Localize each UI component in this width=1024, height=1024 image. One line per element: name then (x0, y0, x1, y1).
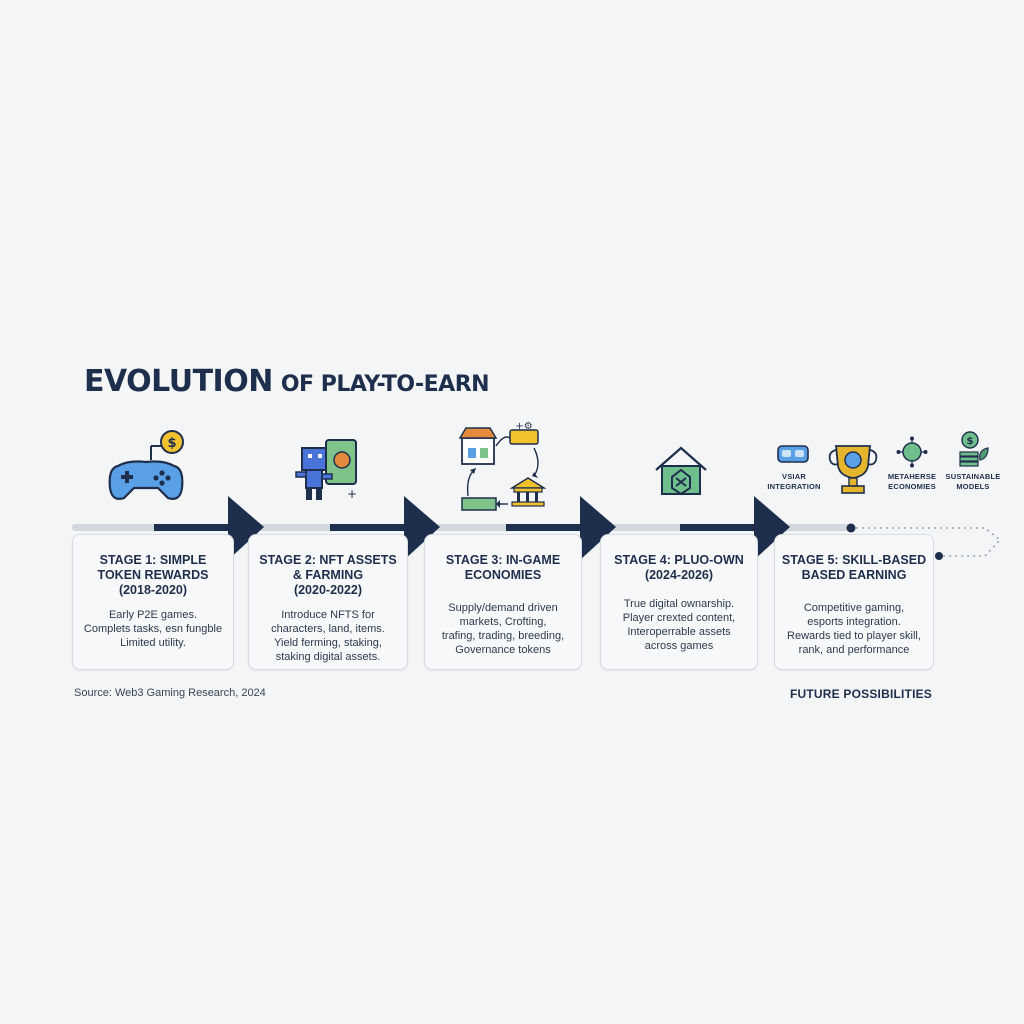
arrowhead-1 (228, 496, 264, 560)
timeline-track (72, 524, 852, 531)
stage-title: STAGE 4: PLUO-OWN (2024-2026) (614, 553, 744, 582)
marketplace-cycle-icon: +⚙ (458, 421, 547, 511)
arrowhead-3 (580, 496, 616, 560)
stage-description: True digital ownarship. Player crexted c… (622, 598, 736, 652)
timeline-segment-1 (154, 524, 234, 531)
page-title: EVOLUTION OF PLAY-TO-EARN (84, 364, 490, 399)
svg-text:$: $ (167, 436, 176, 451)
arrowhead-2 (404, 496, 440, 560)
timeline-segment-3 (506, 524, 586, 531)
svg-text:+⚙: +⚙ (515, 421, 532, 432)
gamepad-coin-icon: $ (108, 430, 184, 500)
stage-title: STAGE 5: SKILL-BASED BASED EARNING (781, 553, 927, 582)
sustainable-coin-icon: $ (959, 431, 989, 467)
future-item-vr-label: VSIAR INTEGRATION (767, 472, 821, 491)
arrowhead-4 (754, 496, 790, 560)
stage-description: Early P2E games. Complets tasks, esn fun… (83, 609, 223, 649)
stage-title: STAGE 1: SIMPLE TOKEN REWARDS (2018-2020… (97, 553, 209, 597)
globe-network-icon (896, 436, 928, 468)
future-end-dot (935, 552, 943, 560)
future-item-metaverse-label: METAHERSE ECONOMIES (887, 472, 937, 491)
timeline-end-dot (846, 523, 856, 533)
trophy-icon (828, 445, 878, 494)
stage-description: Competitive gaming, esports integration.… (787, 602, 921, 656)
future-dotted-path (856, 527, 1002, 557)
pixel-character-icon: + (295, 439, 357, 501)
stage-description: Supply/demand driven markets, Crofting, … (441, 602, 565, 656)
source-note: Source: Web3 Gaming Research, 2024 (74, 687, 266, 699)
stage-card-4: STAGE 4: PLUO-OWN (2024-2026) True digit… (600, 534, 758, 670)
svg-text:+: + (347, 487, 357, 501)
title-part-1: EVOLUTION (84, 364, 273, 399)
stage-title: STAGE 2: NFT ASSETS & FARMING (2020-2022… (259, 553, 397, 597)
stage-card-2: STAGE 2: NFT ASSETS & FARMING (2020-2022… (248, 534, 408, 670)
stage-title: STAGE 3: IN-GAME ECONOMIES (445, 553, 561, 582)
vr-headset-icon (777, 445, 809, 463)
stage-card-5: STAGE 5: SKILL-BASED BASED EARNING Compe… (774, 534, 934, 670)
timeline-segment-2 (330, 524, 410, 531)
stage-description: Introduce NFTS for characters, land, ite… (271, 609, 385, 663)
house-icon (655, 446, 707, 496)
future-item-sustainable-label: SUSTAINABLE MODELS (945, 472, 1001, 491)
future-possibilities-label: FUTURE POSSIBILITIES (790, 687, 933, 701)
svg-text:$: $ (967, 436, 974, 447)
title-part-2: OF PLAY-TO-EARN (280, 372, 490, 397)
stage-card-1: STAGE 1: SIMPLE TOKEN REWARDS (2018-2020… (72, 534, 234, 670)
stage-card-3: STAGE 3: IN-GAME ECONOMIES Supply/demand… (424, 534, 582, 670)
timeline-segment-4 (680, 524, 760, 531)
